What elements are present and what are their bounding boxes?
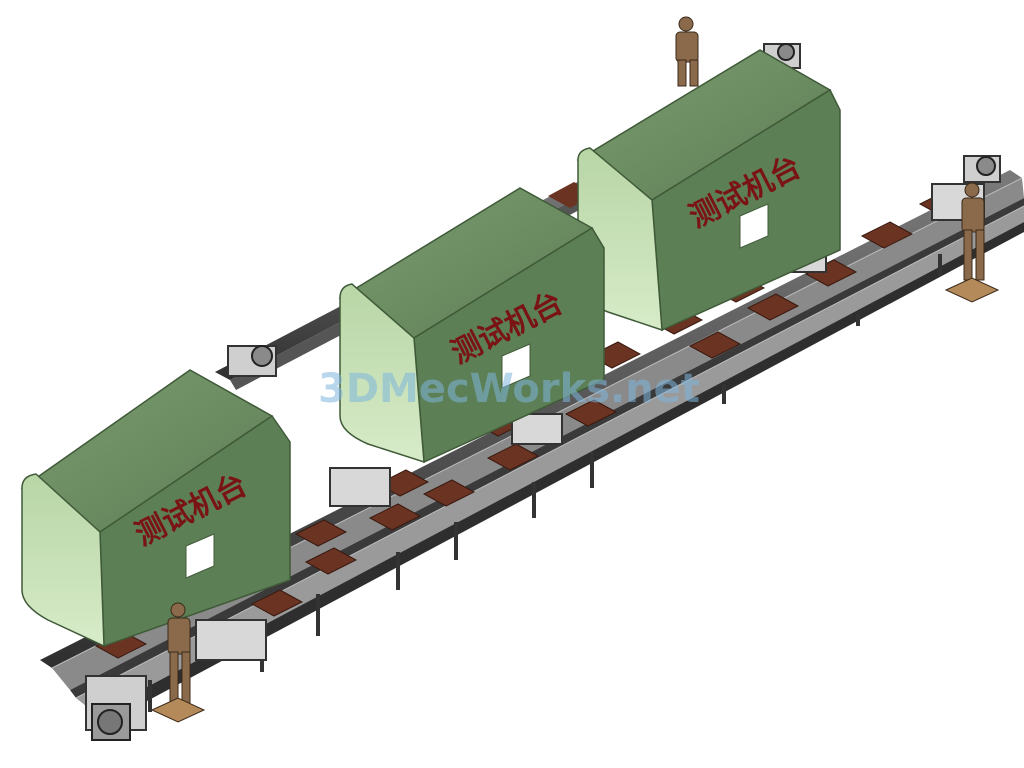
test-machine-2: 测试机台 — [338, 187, 605, 464]
worker-back — [675, 16, 699, 87]
test-machine-1: 测试机台 — [576, 49, 841, 332]
watermark: 3DMecWorks.net — [318, 366, 700, 412]
motors — [85, 43, 1001, 741]
front-rail — [96, 222, 1024, 724]
test-machine-3: 测试机台 — [20, 369, 291, 648]
motor-left-machine — [227, 345, 277, 377]
motor-front-left — [85, 675, 147, 741]
motor-right — [963, 155, 1001, 183]
machine-front — [21, 473, 105, 648]
machine-front — [339, 283, 425, 464]
worker-right — [944, 182, 1000, 303]
worker-front — [150, 602, 206, 723]
